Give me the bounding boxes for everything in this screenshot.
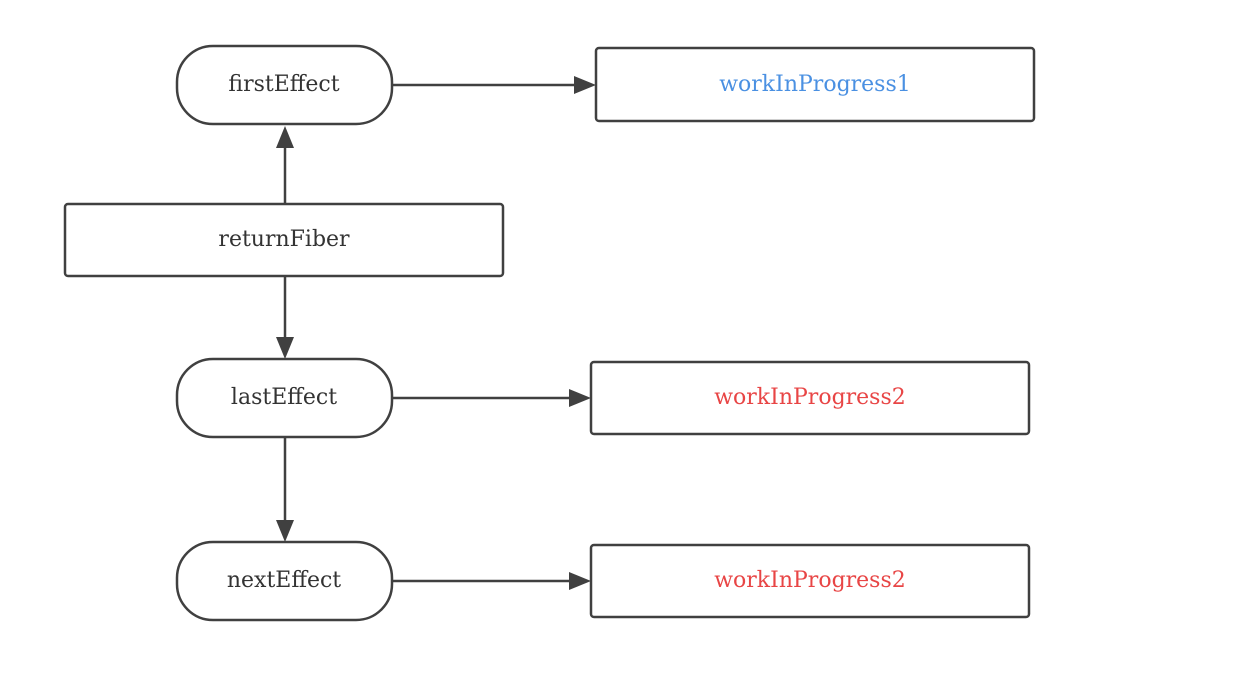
edge-returnfiber-to-lasteffect [276,276,294,359]
node-next-effect: nextEffect [175,540,394,622]
node-last-effect-label: lastEffect [231,385,337,410]
node-work-in-progress-2a-label: workInProgress2 [714,385,906,410]
edge-returnfiber-to-firsteffect [276,126,294,204]
node-return-fiber-label: returnFiber [218,227,350,252]
node-next-effect-label: nextEffect [227,568,341,593]
node-work-in-progress-2b-label: workInProgress2 [714,568,906,593]
node-first-effect: firstEffect [175,44,394,126]
node-work-in-progress-2a: workInProgress2 [589,360,1031,436]
edge-nexteffect-to-workinprogress2b [392,572,591,590]
edge-lasteffect-to-workinprogress2a [392,389,591,407]
edge-lasteffect-to-nexteffect [276,437,294,542]
edge-firsteffect-to-workinprogress1 [392,76,596,94]
node-return-fiber: returnFiber [63,202,505,278]
node-last-effect: lastEffect [175,357,394,439]
node-work-in-progress-2b: workInProgress2 [589,543,1031,619]
node-work-in-progress-1-label: workInProgress1 [719,72,911,97]
node-first-effect-label: firstEffect [228,72,339,97]
edges [276,76,596,590]
node-work-in-progress-1: workInProgress1 [594,46,1036,123]
